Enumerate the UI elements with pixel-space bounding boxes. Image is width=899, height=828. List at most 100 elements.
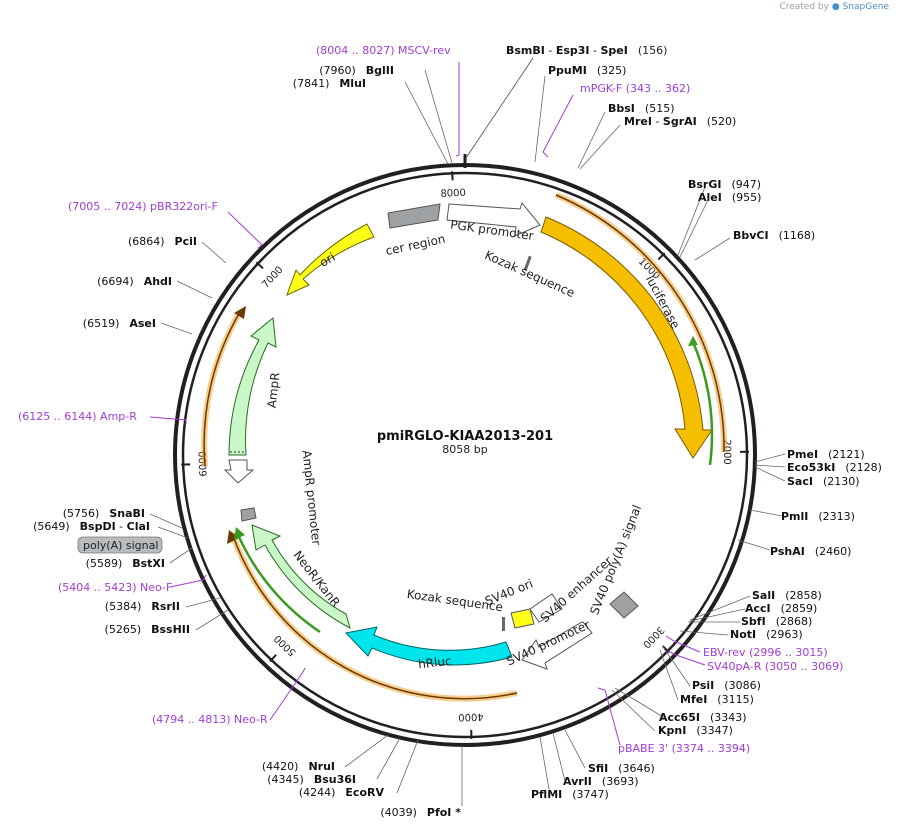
sv40-polya-box (609, 591, 639, 619)
site-pfoi-pos: (4039) (380, 806, 417, 819)
site-bsshii-row: (5265) BssHII (105, 623, 190, 636)
site-alei-row: AleI (955) (698, 191, 761, 204)
site-nrui-row: (4420)NruI (262, 760, 335, 773)
site-bsshii-pos: (5265) (105, 623, 142, 636)
label-hrluc: hRluc (417, 654, 452, 671)
site-bbsi: BbsI (608, 102, 635, 115)
site-asei: AseI (129, 317, 156, 330)
site-bbvci-pos: (1168) (779, 229, 816, 242)
site-bsrgi-row: BsrGI(947) (688, 178, 761, 191)
site-pmli: PmlI (781, 510, 808, 523)
site-noti-pos: (2963) (766, 628, 803, 641)
site-rsrii-pos: (5384) (105, 600, 142, 613)
primer-neo-r: (4794 .. 4813) Neo-R (152, 713, 268, 726)
site-ppumi: PpuMI (548, 64, 587, 77)
primer-neo-f: (5404 .. 5423) Neo-F (58, 581, 172, 594)
site-bbvci-row: BbvCI(1168) (733, 229, 815, 242)
site-pmli-row: PmlI (2313) (781, 510, 855, 523)
site-sfii-pos: (3646) (618, 762, 655, 775)
site-pcii: PciI (175, 235, 197, 248)
site-pcii-row: (6864)PciI (128, 235, 197, 248)
site-mrei-row: MreI - SgrAI(520) (624, 115, 736, 128)
site-bstxi: BstXI (132, 557, 165, 570)
site-ahdi-pos: (6694) (97, 275, 134, 288)
label-ori: ori (317, 250, 338, 270)
site-bglii: BglII (366, 64, 394, 77)
site-ahdi-row: (6694) AhdI (97, 275, 172, 288)
neor-green-line (237, 536, 321, 634)
sv40-promoter-arrow (521, 621, 593, 670)
site-pmli-pos: (2313) (818, 510, 855, 523)
primer-amp-r: (6125 .. 6144) Amp-R (18, 410, 137, 423)
snapgene-watermark: Created by ● SnapGene (779, 2, 889, 12)
site-bstxi-pos: (5589) (86, 557, 123, 570)
site-acci-pos: (2859) (781, 602, 818, 615)
primer-lines (149, 62, 706, 746)
pgk-promoter-arrow (446, 201, 541, 237)
luciferase-green-arrow-icon (688, 336, 698, 346)
ampr-promoter-arrow (223, 459, 255, 484)
kozak-marker-1 (523, 255, 532, 271)
site-pmei-pos: (2121) (828, 448, 865, 461)
site-sbfi-pos: (2868) (776, 615, 813, 628)
site-saci-row: SacI(2130) (787, 475, 860, 488)
site-kpni-pos: (3347) (696, 724, 733, 737)
site-bsrgi: BsrGI (688, 178, 721, 191)
hrluc-orf-line (231, 532, 518, 700)
site-pmei-row: PmeI(2121) (787, 448, 865, 461)
site-noti: NotI (730, 628, 756, 641)
site-asei-pos: (6519) (83, 317, 120, 330)
site-acc65i: Acc65I (659, 711, 700, 724)
site-bsmbi-row: BsmBI - Esp3I - SpeI(156) (506, 44, 667, 57)
polya-signal-box (240, 507, 257, 522)
ori-arrow (286, 223, 375, 296)
site-sfii: SfiI (588, 762, 608, 775)
site-pfoi-row: (4039) PfoI * (380, 806, 461, 819)
luciferase-arrow (540, 216, 713, 459)
site-ppumi-row: PpuMI(325) (548, 64, 626, 77)
site-bglii-row: (7960) BglII (319, 64, 394, 77)
site-ahdi: AhdI (144, 275, 172, 288)
site-bspdi-sep: - (116, 520, 127, 533)
site-snabi-pos: (5756) (63, 507, 100, 520)
tick-label-8000: 8000 (440, 188, 466, 200)
site-sgrai: SgrAI (663, 115, 697, 128)
ampr-arrow (228, 317, 277, 456)
snapgene-logo-icon: ● (831, 2, 840, 12)
site-mfei-pos: (3115) (717, 693, 754, 706)
site-ecorv-row: (4244)EcoRV (299, 786, 385, 799)
site-eco53ki-row: Eco53kI(2128) (787, 461, 882, 474)
site-noti-row: NotI (2963) (730, 628, 803, 641)
site-clai: ClaI (127, 520, 150, 533)
primer-pbabe3: pBABE 3' (3374 .. 3394) (618, 742, 750, 755)
site-saci: SacI (787, 475, 813, 488)
tick-mark-1000 (657, 252, 666, 261)
site-bglii-pos: (7960) (319, 64, 356, 77)
site-bsmbi-sep: - (545, 44, 556, 57)
site-sbfi: SbfI (741, 615, 766, 628)
site-bbsi-row: BbsI (515) (608, 102, 675, 115)
site-eco53ki: Eco53kI (787, 461, 835, 474)
hrluc-arrow (345, 626, 513, 666)
plasmid-size: 8058 bp (442, 443, 487, 456)
site-bsu36i-pos: (4345) (267, 773, 304, 786)
site-alei-pos: (955) (732, 191, 762, 204)
site-sep-2: - (590, 44, 601, 57)
neor-green-arrow-icon (234, 527, 245, 540)
site-mrei: MreI (624, 115, 652, 128)
tick-mark-7000 (255, 261, 264, 270)
site-bbsi-pos: (515) (645, 102, 675, 115)
site-mrei-pos: (520) (707, 115, 737, 128)
sv40-enhancer-box (529, 593, 563, 623)
site-sali: SalI (752, 589, 775, 602)
site-alei: AleI (698, 191, 722, 204)
site-pfoi: PfoI * (427, 806, 461, 819)
site-bsmbi: BsmBI (506, 44, 545, 57)
site-mlui-pos: (7841) (293, 77, 330, 90)
luciferase-orf-line (555, 194, 725, 453)
site-kpni-row: KpnI(3347) (658, 724, 733, 737)
site-asei-row: (6519) AseI (83, 317, 156, 330)
tick-label-4000: 4000 (458, 711, 484, 723)
site-bsshii: BssHII (151, 623, 190, 636)
hrluc-orf-arrow-icon (227, 530, 239, 544)
